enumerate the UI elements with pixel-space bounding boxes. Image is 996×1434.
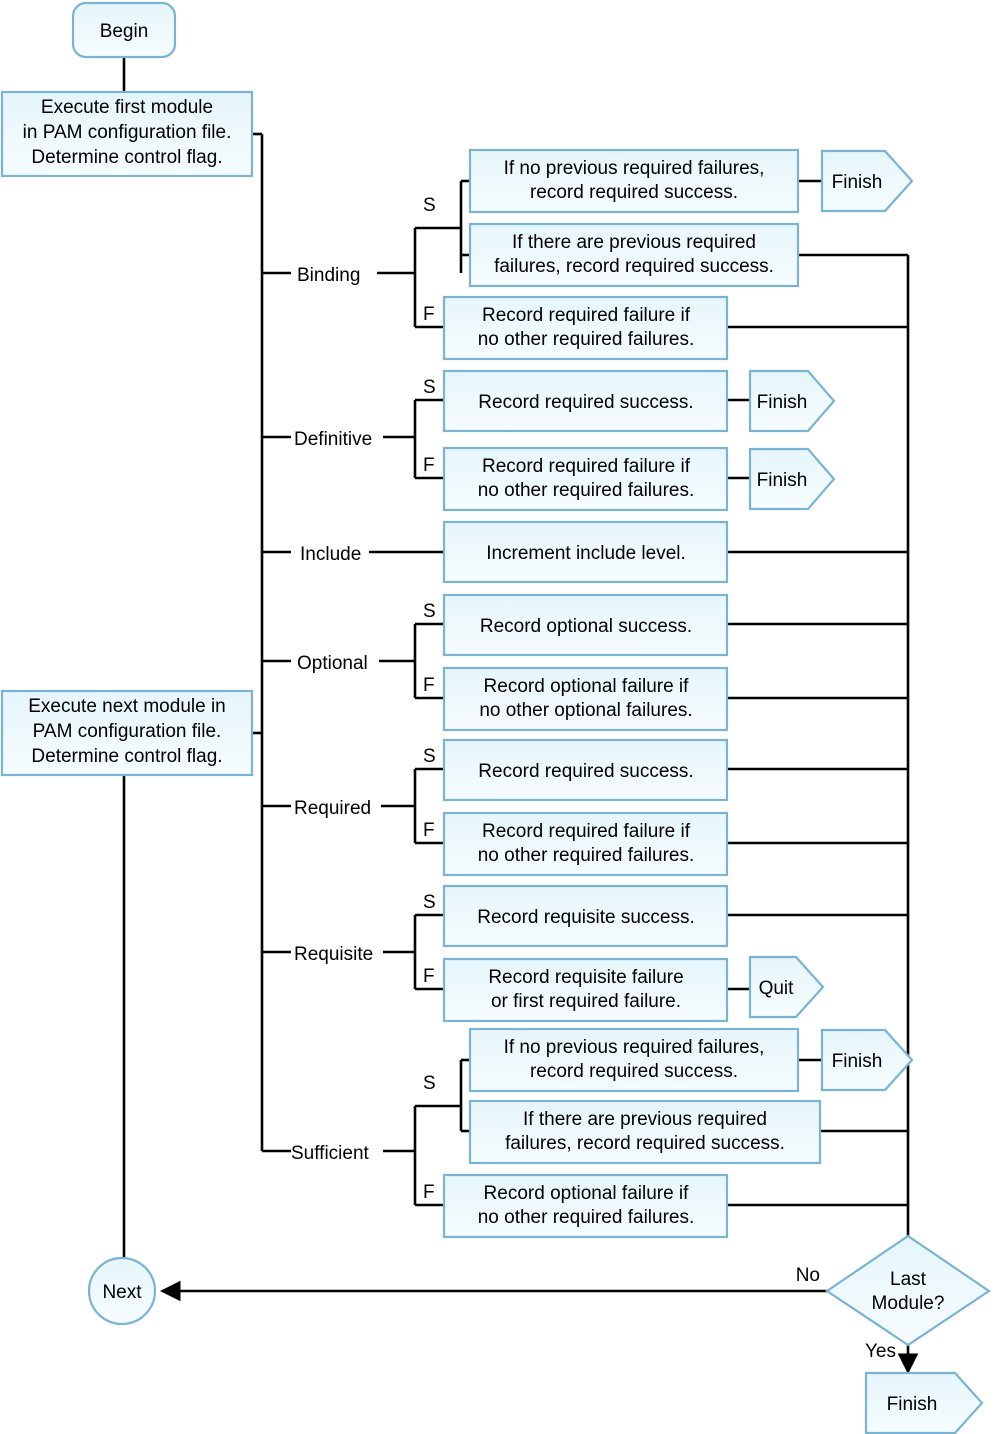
flag-label-binding: Binding <box>297 265 360 286</box>
optional-s-line-1: Record optional success. <box>480 616 692 637</box>
terminator-finish-binding-s1[interactable]: Finish <box>820 149 914 213</box>
binding-s1-line-1: If no previous required failures, <box>504 158 765 179</box>
finish-label-binding-s1: Finish <box>832 172 883 193</box>
finish-label-definitive-s: Finish <box>757 392 808 413</box>
definitive-f-line-2: no other required failures. <box>478 480 695 501</box>
exec-first-line-1: Execute first module <box>41 97 213 118</box>
flag-label-sufficient: Sufficient <box>291 1143 370 1164</box>
terminator-finish-definitive-f[interactable]: Finish <box>748 447 836 511</box>
exec-next-line-3: Determine control flag. <box>31 746 222 767</box>
action-box-binding-s-1[interactable]: If no previous required failures, record… <box>468 148 800 214</box>
edge-label-no: No <box>796 1265 820 1286</box>
action-box-requisite-s[interactable]: Record requisite success. <box>442 884 729 948</box>
edge-label-yes: Yes <box>865 1341 896 1362</box>
sufficient-s2-line-1: If there are previous required <box>523 1109 767 1130</box>
begin-label: Begin <box>100 21 149 42</box>
marker-definitive-s: S <box>423 377 436 398</box>
requisite-s-line-1: Record requisite success. <box>477 907 695 928</box>
action-box-requisite-f[interactable]: Record requisite failure or first requir… <box>442 957 729 1023</box>
marker-definitive-f: F <box>423 455 435 476</box>
action-box-sufficient-s-1[interactable]: If no previous required failures, record… <box>468 1027 800 1093</box>
final-finish-label: Finish <box>887 1394 938 1415</box>
action-box-optional-s[interactable]: Record optional success. <box>442 593 729 657</box>
optional-f-line-2: no other optional failures. <box>479 700 692 721</box>
exec-next-line-2: PAM configuration file. <box>33 721 222 742</box>
action-box-definitive-f[interactable]: Record required failure if no other requ… <box>442 446 729 512</box>
flag-label-required: Required <box>294 798 371 819</box>
node-execute-first-module[interactable]: Execute first module in PAM configuratio… <box>0 90 254 178</box>
node-begin[interactable]: Begin <box>71 1 177 59</box>
last-module-line-2: Module? <box>872 1293 945 1314</box>
binding-f-line-2: no other required failures. <box>478 329 695 350</box>
binding-s2-line-1: If there are previous required <box>512 232 756 253</box>
finish-label-sufficient-s1: Finish <box>832 1051 883 1072</box>
exec-next-line-1: Execute next module in <box>28 696 226 717</box>
action-box-required-s[interactable]: Record required success. <box>442 738 729 802</box>
marker-binding-f: F <box>423 304 435 325</box>
terminator-finish-definitive-s[interactable]: Finish <box>748 369 836 433</box>
marker-binding-s: S <box>423 195 436 216</box>
binding-s1-line-2: record required success. <box>530 182 738 203</box>
marker-requisite-s: S <box>423 892 436 913</box>
exec-first-line-3: Determine control flag. <box>31 147 222 168</box>
marker-requisite-f: F <box>423 966 435 987</box>
action-box-sufficient-f[interactable]: Record optional failure if no other requ… <box>442 1173 729 1239</box>
sufficient-s1-line-1: If no previous required failures, <box>504 1037 765 1058</box>
sufficient-s1-line-2: record required success. <box>530 1061 738 1082</box>
action-box-binding-s-2[interactable]: If there are previous required failures,… <box>468 222 800 288</box>
flag-label-requisite: Requisite <box>294 944 373 965</box>
marker-required-f: F <box>423 820 435 841</box>
include-line-1: Increment include level. <box>486 543 686 564</box>
flag-label-include: Include <box>300 544 361 565</box>
node-next[interactable]: Next <box>87 1256 157 1326</box>
required-f-line-2: no other required failures. <box>478 845 695 866</box>
definitive-s-line-1: Record required success. <box>478 392 693 413</box>
quit-label-requisite-f: Quit <box>759 978 795 999</box>
node-last-module-decision[interactable]: Last Module? <box>825 1234 991 1347</box>
action-box-sufficient-s-2[interactable]: If there are previous required failures,… <box>468 1099 822 1165</box>
required-s-line-1: Record required success. <box>478 761 693 782</box>
sufficient-f-line-2: no other required failures. <box>478 1207 695 1228</box>
marker-optional-f: F <box>423 675 435 696</box>
terminator-final-finish[interactable]: Finish <box>864 1371 984 1434</box>
requisite-f-line-2: or first required failure. <box>491 991 681 1012</box>
action-box-definitive-s[interactable]: Record required success. <box>442 369 729 433</box>
action-box-required-f[interactable]: Record required failure if no other requ… <box>442 811 729 877</box>
marker-required-s: S <box>423 746 436 767</box>
sufficient-s2-line-2: failures, record required success. <box>505 1133 785 1154</box>
action-box-binding-f[interactable]: Record required failure if no other requ… <box>442 295 729 361</box>
optional-f-line-1: Record optional failure if <box>484 676 690 697</box>
node-execute-next-module[interactable]: Execute next module in PAM configuration… <box>0 689 254 777</box>
flag-label-definitive: Definitive <box>294 429 372 450</box>
last-module-line-1: Last <box>890 1269 927 1290</box>
finish-label-definitive-f: Finish <box>757 470 808 491</box>
terminator-finish-sufficient-s1[interactable]: Finish <box>820 1028 914 1092</box>
sufficient-f-line-1: Record optional failure if <box>484 1183 690 1204</box>
terminator-quit-requisite-f[interactable]: Quit <box>748 955 825 1019</box>
required-f-line-1: Record required failure if <box>482 821 691 842</box>
connector-lines <box>122 57 910 1258</box>
next-label: Next <box>102 1282 142 1303</box>
binding-f-line-1: Record required failure if <box>482 305 691 326</box>
action-box-include[interactable]: Increment include level. <box>442 520 729 584</box>
marker-optional-s: S <box>423 601 436 622</box>
action-box-optional-f[interactable]: Record optional failure if no other opti… <box>442 666 729 732</box>
marker-sufficient-s: S <box>423 1073 436 1094</box>
binding-s2-line-2: failures, record required success. <box>494 256 774 277</box>
marker-sufficient-f: F <box>423 1182 435 1203</box>
definitive-f-line-1: Record required failure if <box>482 456 691 477</box>
exec-first-line-2: in PAM configuration file. <box>23 122 232 143</box>
flag-label-optional: Optional <box>297 653 368 674</box>
requisite-f-line-1: Record requisite failure <box>488 967 683 988</box>
